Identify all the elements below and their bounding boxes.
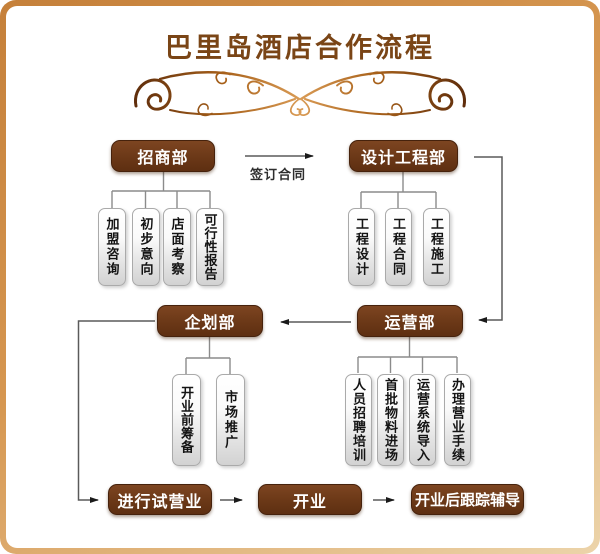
- item-box-business-license: 办理营业手续: [444, 374, 471, 466]
- item-label: 店面考察: [169, 217, 185, 277]
- item-box-ops-system-import: 运营系统导入: [409, 374, 436, 466]
- item-box-preopening-prep: 开业前筹备: [172, 374, 201, 466]
- item-box-initial-intent: 初步意向: [132, 208, 160, 286]
- dept-box-operations: 运营部: [357, 305, 463, 337]
- item-label: 工程施工: [429, 217, 444, 277]
- dept-box-planning: 企划部: [157, 305, 263, 337]
- step-box-trial: 进行试营业: [108, 484, 212, 515]
- step-box-followup: 开业后跟踪辅导: [411, 484, 524, 515]
- dept-box-design: 设计工程部: [349, 140, 458, 172]
- item-label: 人员招聘培训: [351, 378, 366, 462]
- item-box-site-inspection: 店面考察: [163, 208, 191, 286]
- item-box-market-promotion: 市场推广: [216, 374, 245, 466]
- tree-connector-lines: [111, 171, 458, 374]
- flourish-decoration-icon: [134, 70, 467, 117]
- item-box-engineering-construction: 工程施工: [423, 208, 450, 286]
- item-box-feasibility-report: 可行性报告: [196, 208, 224, 286]
- item-box-first-materials: 首批物料进场: [377, 374, 404, 466]
- item-label: 初步意向: [138, 217, 154, 277]
- step-box-opening: 开业: [258, 484, 362, 515]
- item-label: 可行性报告: [202, 213, 218, 281]
- page-title: 巴里岛酒店合作流程: [165, 33, 435, 63]
- item-label: 市场推广: [223, 390, 238, 450]
- item-label: 运营系统导入: [415, 378, 430, 462]
- item-label: 首批物料进场: [383, 378, 398, 462]
- item-label: 开业前筹备: [179, 386, 194, 454]
- item-box-franchise-consult: 加盟咨询: [98, 208, 126, 286]
- dept-box-investment: 招商部: [111, 140, 215, 172]
- arrow-planning-to-trial: [77, 320, 155, 503]
- item-label: 加盟咨询: [104, 217, 120, 277]
- item-box-engineering-contract: 工程合同: [385, 208, 412, 286]
- item-label: 办理营业手续: [450, 378, 465, 462]
- item-box-recruit-training: 人员招聘培训: [345, 374, 372, 466]
- flow-arrow-lines: [77, 153, 503, 503]
- item-box-engineering-design: 工程设计: [348, 208, 375, 286]
- item-label: 工程合同: [391, 217, 406, 277]
- arrow-design-to-operations: [474, 156, 503, 323]
- item-label: 工程设计: [354, 217, 369, 277]
- arrow-label-sign-contract: 签订合同: [249, 167, 306, 182]
